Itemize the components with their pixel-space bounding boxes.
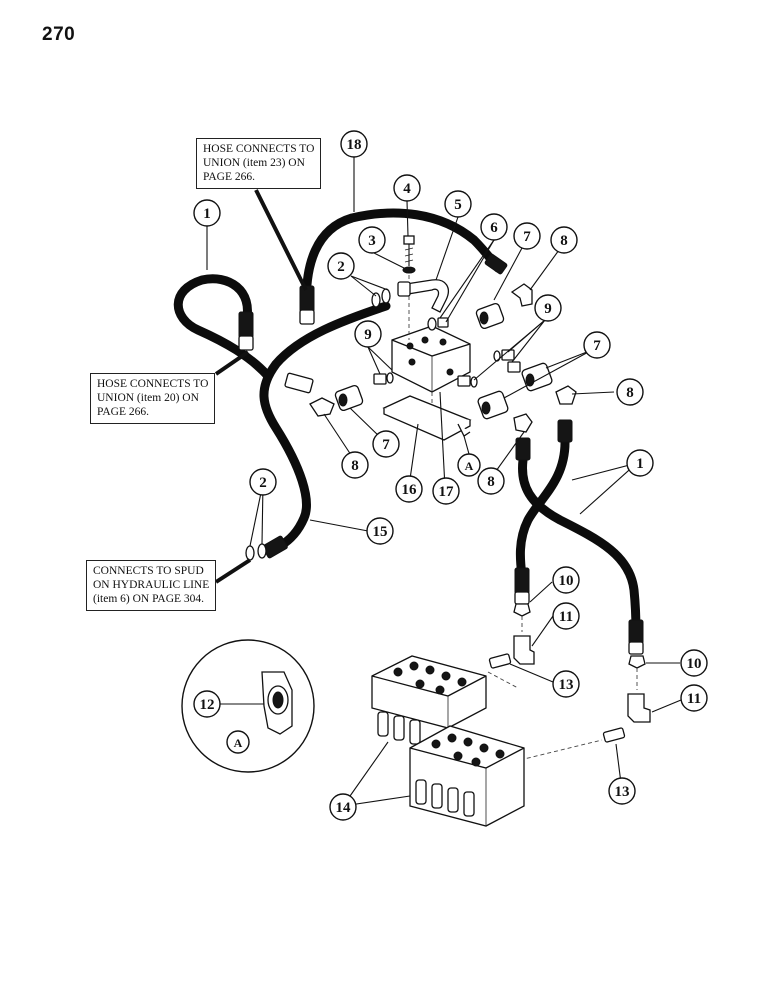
svg-text:14: 14 bbox=[336, 800, 352, 816]
valve-block-item-17 bbox=[391, 268, 471, 408]
svg-text:17: 17 bbox=[439, 484, 455, 500]
svg-text:15: 15 bbox=[373, 524, 388, 540]
callout-1-right: 1 bbox=[626, 449, 654, 477]
svg-text:2: 2 bbox=[259, 475, 267, 491]
coupling-item-7-top bbox=[475, 302, 505, 330]
callout-13-b: 13 bbox=[608, 777, 636, 805]
elbow-item-11-a bbox=[513, 635, 535, 665]
hose-item-1-right-a bbox=[514, 419, 573, 605]
callout-17: 17 bbox=[432, 477, 460, 505]
callout-16: 16 bbox=[395, 475, 423, 503]
hose-item-1-left bbox=[173, 274, 273, 381]
svg-text:A: A bbox=[465, 459, 474, 473]
svg-text:4: 4 bbox=[403, 181, 411, 197]
elbow-tube-item-5 bbox=[397, 279, 449, 313]
callout-7-right: 7 bbox=[583, 331, 611, 359]
callout-11-b: 11 bbox=[680, 684, 708, 712]
nipple-item-13-b bbox=[519, 727, 626, 761]
page-number: 270 bbox=[42, 24, 76, 45]
svg-text:8: 8 bbox=[626, 385, 634, 401]
svg-text:13: 13 bbox=[615, 784, 630, 800]
washer-item-3 bbox=[402, 266, 416, 274]
fitting-item-9-right bbox=[457, 349, 521, 388]
callout-8-right-bottom: 8 bbox=[477, 467, 505, 495]
svg-text:9: 9 bbox=[364, 327, 372, 343]
coupling-item-7-left bbox=[334, 384, 364, 412]
svg-text:1: 1 bbox=[203, 206, 211, 222]
svg-text:5: 5 bbox=[454, 197, 462, 213]
svg-text:3: 3 bbox=[368, 233, 376, 249]
callout-3: 3 bbox=[358, 226, 386, 254]
svg-text:7: 7 bbox=[523, 229, 531, 245]
svg-text:A: A bbox=[234, 736, 243, 750]
hose-item-15 bbox=[259, 301, 391, 559]
note-hose-union-20: HOSE CONNECTS TO UNION (item 20) ON PAGE… bbox=[90, 373, 216, 424]
callout-8-top: 8 bbox=[550, 226, 578, 254]
note-hose-union-23: HOSE CONNECTS TO UNION (item 23) ON PAGE… bbox=[196, 138, 322, 189]
adapter-item-10-a bbox=[513, 603, 531, 632]
fitting-item-9-left bbox=[373, 372, 394, 385]
callout-2-bottom: 2 bbox=[249, 468, 277, 496]
fitting-item-6 bbox=[427, 317, 449, 331]
detail-a-inset bbox=[181, 639, 315, 773]
callout-9-left: 9 bbox=[354, 320, 382, 348]
callout-10-b: 10 bbox=[680, 649, 708, 677]
callout-14: 14 bbox=[329, 793, 357, 821]
callout-11-a: 11 bbox=[552, 602, 580, 630]
callout-4: 4 bbox=[393, 174, 421, 202]
elbow-item-11-b bbox=[627, 693, 651, 723]
svg-text:8: 8 bbox=[560, 233, 568, 249]
svg-text:11: 11 bbox=[687, 691, 701, 707]
svg-text:7: 7 bbox=[593, 338, 601, 354]
svg-text:11: 11 bbox=[559, 609, 573, 625]
control-valve-item-14-upper bbox=[371, 655, 487, 745]
svg-text:7: 7 bbox=[382, 437, 390, 453]
callout-13-a: 13 bbox=[552, 670, 580, 698]
callout-6: 6 bbox=[480, 213, 508, 241]
svg-text:2: 2 bbox=[337, 259, 345, 275]
elbow-item-8-top bbox=[510, 283, 533, 307]
callout-a-detail: A bbox=[226, 730, 250, 754]
svg-text:10: 10 bbox=[559, 573, 574, 589]
callout-15: 15 bbox=[366, 517, 394, 545]
svg-text:6: 6 bbox=[490, 220, 498, 236]
elbow-item-8-right bbox=[513, 385, 577, 433]
elbow-item-8-left bbox=[309, 397, 335, 417]
callout-7-left: 7 bbox=[372, 430, 400, 458]
svg-text:18: 18 bbox=[347, 137, 362, 153]
note-pointers bbox=[214, 189, 308, 584]
svg-text:16: 16 bbox=[402, 482, 418, 498]
control-valve-item-14-lower bbox=[409, 725, 525, 827]
o-rings-item-2-bottom bbox=[245, 543, 267, 561]
hose-item-18 bbox=[299, 208, 508, 325]
svg-text:13: 13 bbox=[559, 677, 574, 693]
svg-text:8: 8 bbox=[487, 474, 495, 490]
adapter-item-10-b bbox=[628, 655, 646, 690]
hose-item-1-right-b bbox=[515, 437, 644, 655]
svg-text:10: 10 bbox=[687, 656, 702, 672]
callout-12: 12 bbox=[193, 690, 221, 718]
svg-text:8: 8 bbox=[351, 458, 359, 474]
nipple-item-13-a bbox=[487, 653, 519, 689]
callout-7-top: 7 bbox=[513, 222, 541, 250]
bolt-item-4 bbox=[403, 235, 415, 266]
bracket-item-16 bbox=[382, 395, 472, 441]
note-connects-to-spud: CONNECTS TO SPUD ON HYDRAULIC LINE (item… bbox=[86, 560, 217, 611]
callout-8-right-top: 8 bbox=[616, 378, 644, 406]
callout-1-left: 1 bbox=[193, 199, 221, 227]
o-rings-item-2-top bbox=[371, 288, 391, 308]
callout-a-valve: A bbox=[457, 453, 481, 477]
callout-8-left: 8 bbox=[341, 451, 369, 479]
callout-5: 5 bbox=[444, 190, 472, 218]
callout-10-a: 10 bbox=[552, 566, 580, 594]
svg-text:9: 9 bbox=[544, 301, 552, 317]
callout-2-top: 2 bbox=[327, 252, 355, 280]
callout-9-right: 9 bbox=[534, 294, 562, 322]
svg-text:12: 12 bbox=[200, 697, 215, 713]
svg-text:1: 1 bbox=[636, 456, 644, 472]
callout-18: 18 bbox=[340, 130, 368, 158]
